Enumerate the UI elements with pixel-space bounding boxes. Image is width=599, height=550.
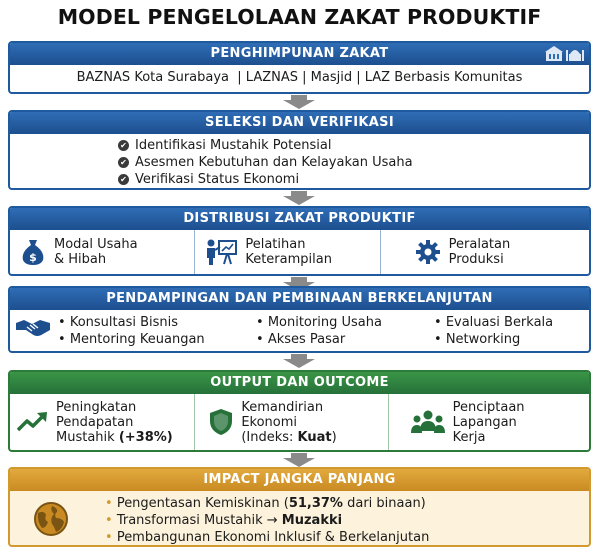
flow-arrow: [283, 354, 315, 368]
pendampingan-item: Konsultasi Bisnis: [69, 315, 179, 330]
distribusi-item-line: Modal Usaha: [54, 237, 138, 252]
seleksi-list: ✔ Identifikasi Mustahik Potensial ✔ Asesme…: [10, 134, 589, 188]
impact-section: IMPACT JANGKA PANJANG • Pengentasan Kemi…: [8, 467, 591, 547]
output-item-highlight: Kuat: [297, 429, 332, 445]
seleksi-item: Identifikasi Mustahik Potensial: [135, 138, 332, 153]
distribusi-item-line: Keterampilan: [245, 252, 332, 267]
list-item: • Konsultasi Bisnis: [58, 315, 179, 330]
mosque-icon: [566, 46, 584, 69]
seleksi-item: Verifikasi Status Ekonomi: [135, 172, 300, 187]
distribusi-header: DISTRIBUSI ZAKAT PRODUKTIF: [10, 208, 589, 230]
flow-arrow: [283, 191, 315, 205]
seleksi-header: SELEKSI DAN VERIFIKASI: [10, 112, 589, 134]
flow-arrow: [283, 453, 315, 467]
svg-text:$: $: [29, 251, 37, 264]
distribusi-item-line: & Hibah: [54, 252, 107, 267]
presentation-icon: [205, 238, 238, 266]
distribusi-section: DISTRIBUSI ZAKAT PRODUKTIF $ Modal Usaha…: [8, 206, 591, 276]
seleksi-item: Asesmen Kebutuhan dan Kelayakan Usaha: [135, 155, 413, 170]
handshake-icon: [15, 317, 51, 343]
output-item-line: Ekonomi: [241, 414, 298, 430]
list-item: • Akses Pasar: [256, 332, 346, 347]
trend-up-icon: [16, 410, 48, 434]
check-circle-icon: ✔: [118, 157, 129, 168]
distribusi-item-line: Produksi: [448, 252, 504, 267]
pendampingan-item: Monitoring Usaha: [267, 315, 382, 330]
list-item: • Monitoring Usaha: [256, 315, 382, 330]
output-item-highlight: (+38%): [118, 429, 173, 445]
impact-header: IMPACT JANGKA PANJANG: [10, 469, 589, 491]
impact-item-text: Pengentasan Kemiskinan (: [116, 496, 289, 511]
output-item-line: Kemandirian: [241, 399, 324, 415]
distribusi-item-modal: $ Modal Usaha& Hibah: [10, 230, 196, 274]
pendampingan-item: Networking: [445, 332, 521, 347]
penghimpunan-header-label: PENGHIMPUNAN ZAKAT: [210, 46, 389, 61]
shield-icon: [209, 408, 233, 436]
output-item-line: Kerja: [452, 429, 486, 445]
list-item: • Evaluasi Berkala: [434, 315, 554, 330]
list-item: • Networking: [434, 332, 521, 347]
page-title: MODEL PENGELOLAAN ZAKAT PRODUKTIF: [57, 5, 542, 29]
output-header: OUTPUT DAN OUTCOME: [10, 372, 589, 394]
output-item-line: Peningkatan: [56, 399, 137, 415]
gear-icon: [415, 239, 441, 265]
list-item: • Pembangunan Ekonomi Inklusif & Berkela…: [105, 530, 430, 545]
pendampingan-item: Mentoring Keuangan: [69, 332, 205, 347]
impact-item-highlight: 51,37%: [288, 496, 343, 511]
distribusi-item-line: Peralatan: [448, 237, 511, 252]
seleksi-section: SELEKSI DAN VERIFIKASI ✔ Identifikasi Mus…: [8, 110, 591, 190]
output-item-line: Lapangan: [452, 414, 517, 430]
impact-item-text: dari binaan): [342, 496, 426, 511]
output-item-tail: ): [331, 429, 337, 445]
globe-icon: [32, 500, 70, 542]
impact-item-text: Pembangunan Ekonomi Inklusif & Berkelanj…: [116, 530, 430, 545]
list-item: • Pengentasan Kemiskinan (51,37% dari bi…: [105, 496, 426, 511]
output-item-line: Penciptaan: [452, 399, 525, 415]
distribusi-item-line: Pelatihan: [245, 237, 306, 252]
money-bag-icon: $: [20, 238, 46, 266]
flow-arrow: [283, 95, 315, 109]
pendampingan-item: Evaluasi Berkala: [445, 315, 554, 330]
penghimpunan-section: PENGHIMPUNAN ZAKAT BAZNAS Kota Surabaya …: [8, 41, 591, 94]
building-icon: [545, 46, 563, 69]
pendampingan-item: Akses Pasar: [267, 332, 346, 347]
output-item-line: Mustahik: [56, 429, 119, 445]
check-circle-icon: ✔: [118, 174, 129, 185]
penghimpunan-header: PENGHIMPUNAN ZAKAT: [10, 43, 589, 65]
penghimpunan-sources: BAZNAS Kota Surabaya | LAZNAS | Masjid |…: [76, 70, 523, 85]
check-circle-icon: ✔: [118, 140, 129, 151]
list-item: • Mentoring Keuangan: [58, 332, 205, 347]
list-item: • Transformasi Mustahik → Muzakki: [105, 513, 343, 528]
pendampingan-section: PENDAMPINGAN DAN PEMBINAAN BERKELANJUTAN…: [8, 286, 591, 353]
list-item: ✔ Asesmen Kebutuhan dan Kelayakan Usaha: [118, 154, 589, 171]
output-item-line: (Indeks:: [241, 429, 298, 445]
impact-item-highlight: Muzakki: [281, 513, 343, 528]
impact-list: • Pengentasan Kemiskinan (51,37% dari bi…: [105, 495, 430, 545]
list-item: ✔ Identifikasi Mustahik Potensial: [118, 137, 589, 154]
impact-item-text: Transformasi Mustahik →: [116, 513, 282, 528]
output-item-line: Pendapatan: [56, 414, 134, 430]
list-item: ✔ Verifikasi Status Ekonomi: [118, 171, 589, 188]
people-icon: [410, 409, 445, 435]
pendampingan-header: PENDAMPINGAN DAN PEMBINAAN BERKELANJUTAN: [10, 288, 589, 310]
